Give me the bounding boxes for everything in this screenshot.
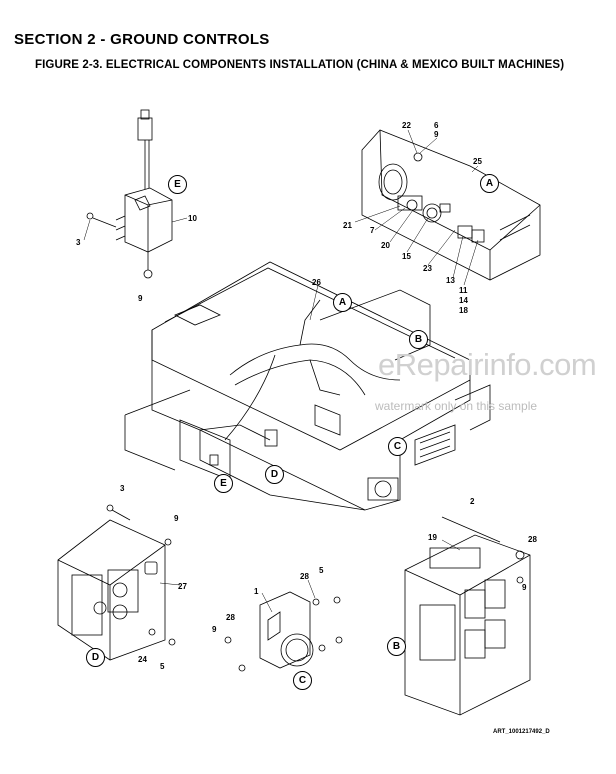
callout-13: 13 [446,276,455,285]
leader-lines [83,129,479,613]
callout-3: 3 [120,484,125,493]
view-a-control-panel [361,129,541,281]
watermark-text: eRepairinfo.com [378,347,597,382]
callout-9: 9 [434,130,439,139]
callout-6: 6 [434,121,439,130]
callout-28: 28 [528,535,537,544]
callout-9: 9 [138,294,143,303]
callout-25: 25 [473,157,482,166]
callout-1: 1 [254,587,259,596]
callout-22: 22 [402,121,411,130]
callout-20: 20 [381,241,390,250]
view-e-controller-assembly [86,109,173,279]
callout-2: 2 [470,497,475,506]
view-c-alarm [224,591,343,672]
callout-9: 9 [212,625,217,634]
section-title: SECTION 2 - GROUND CONTROLS [14,31,270,48]
view-label-b-frame: B [409,330,428,349]
callout-5: 5 [319,566,324,575]
callout-14: 14 [459,296,468,305]
callout-26: 26 [312,278,321,287]
view-label-d-box: D [86,648,105,667]
callout-21: 21 [343,221,352,230]
view-label-c-alarm: C [293,671,312,690]
callout-27: 27 [178,582,187,591]
view-label-c-frame: C [388,437,407,456]
callout-11: 11 [459,286,468,295]
view-label-e-frame: E [214,474,233,493]
callout-18: 18 [459,306,468,315]
callout-28: 28 [300,572,309,581]
callout-3: 3 [76,238,81,247]
callout-23: 23 [423,264,432,273]
watermark-subtext: watermark only on this sample [375,399,538,413]
callout-24: 24 [138,655,147,664]
callout-19: 19 [428,533,437,542]
machine-frame [124,261,491,511]
view-label-a-frame: A [333,293,352,312]
callout-9: 9 [522,583,527,592]
art-id: ART_1001217492_D [493,729,550,735]
view-label-b-module: B [387,637,406,656]
view-b-controller-module [404,516,531,716]
callout-5: 5 [160,662,165,671]
figure-title: FIGURE 2-3. ELECTRICAL COMPONENTS INSTAL… [35,59,565,71]
callout-9: 9 [174,514,179,523]
callout-10: 10 [188,214,197,223]
view-label-a-panel: A [480,174,499,193]
callout-7: 7 [370,226,375,235]
view-label-d-frame: D [265,465,284,484]
view-label-e-controller: E [168,175,187,194]
callout-15: 15 [402,252,411,261]
view-d-box [57,504,176,661]
callout-28: 28 [226,613,235,622]
